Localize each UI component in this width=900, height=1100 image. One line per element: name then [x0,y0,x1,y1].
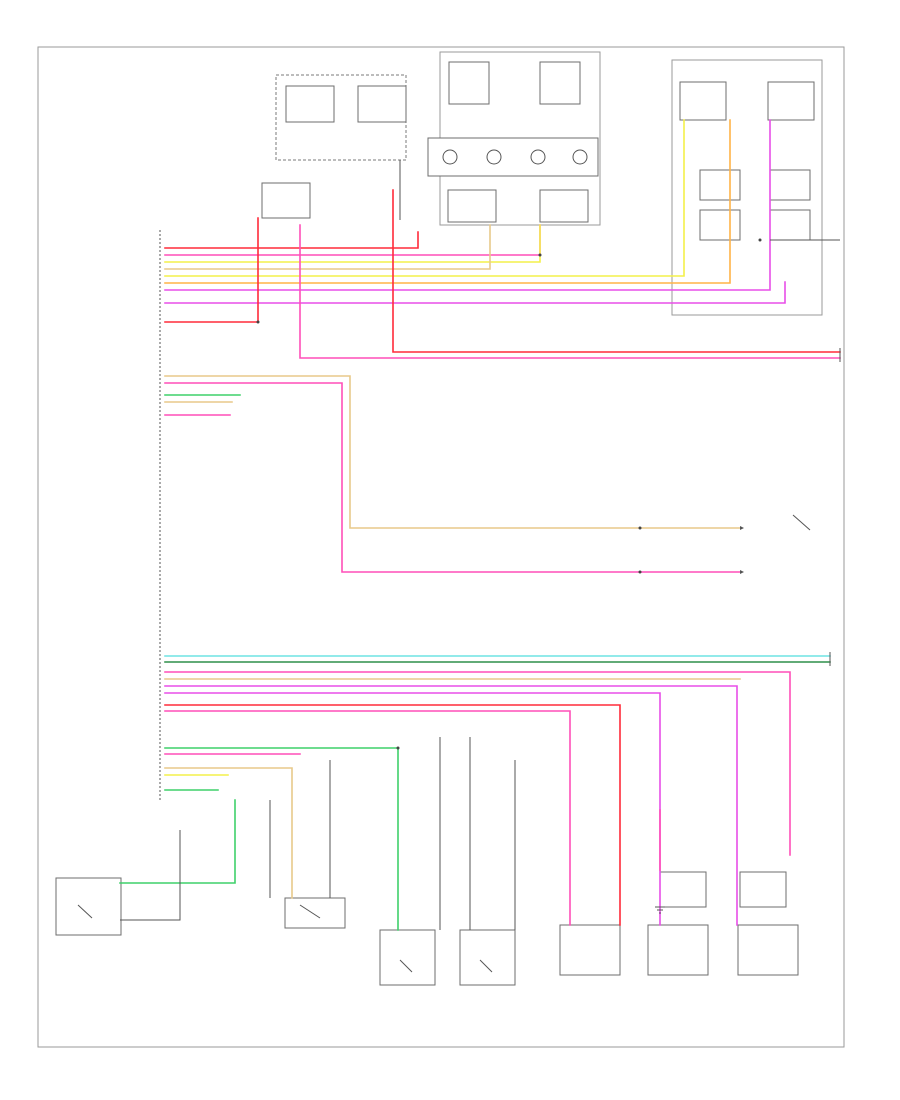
wire-pink-5 [164,671,791,856]
inflator-module-1 [559,924,621,976]
wire-red-2 [164,217,259,323]
ground-icon [655,906,665,914]
lamp-icon [486,149,502,165]
wire-red-4 [164,704,621,926]
switch-icon [77,904,93,919]
inflator-module-2 [647,924,709,976]
buckle-switch-1 [379,929,436,986]
seat-sensor-2 [539,61,581,105]
splice-node [638,526,642,530]
splice-node [396,746,400,750]
wire-magenta-3 [164,685,738,926]
switch-icon [399,959,413,973]
wire-magenta-4 [164,692,661,926]
splice-node [256,320,260,324]
wire-pink-1 [164,224,541,256]
wire-yellow-2 [164,119,685,277]
side-sensor-box [55,877,122,936]
splice-node [638,570,642,574]
sensor-module-frame [671,59,823,316]
connector-block-4 [447,189,497,223]
inflator-module-4 [659,871,707,908]
top-components [261,51,823,316]
retractor-box [284,897,346,929]
wire-magenta-1 [164,119,771,291]
inflator-module-5 [739,871,787,908]
wire-yellow-1 [164,224,541,263]
splice-node [758,238,762,242]
wire-pink-2 [299,224,841,359]
lamp-panel [427,137,599,177]
diagram-frame [37,46,845,1048]
circuit-wires [119,119,841,931]
wire-red-1 [164,231,419,249]
switch-icon [479,959,493,973]
sensor-block-6 [769,209,811,241]
wire-tan-1 [164,224,491,270]
inflator-module-3 [737,924,799,976]
main-module [55,230,811,986]
sensor-block-3 [699,169,741,201]
splice-nodes [256,238,762,750]
sensor-block-1 [679,81,727,121]
wire-tan-5 [164,767,293,899]
wire-pink-6 [164,710,571,926]
wire-magenta-2 [164,281,786,304]
wire-pink-3 [164,382,741,573]
connector-block-5 [539,189,589,223]
connector-block-1 [285,85,335,123]
splice-node [538,253,542,257]
switch-icon [792,514,811,531]
gray-wires [120,160,840,930]
wire-orange-1 [164,119,731,284]
buckle-switch-2 [459,929,516,986]
seat-sensor-1 [448,61,490,105]
lamp-icon [442,149,458,165]
connector-block-2 [357,85,407,123]
wire-gray-6 [120,830,181,921]
connector-icon [740,348,841,666]
sensor-block-5 [699,209,741,241]
lamp-icon [572,149,588,165]
switch-icon [299,904,321,919]
wire-red-3 [392,189,841,353]
wire-tan-2 [164,375,741,529]
sensor-block-2 [767,81,815,121]
lamp-icon [530,149,546,165]
sensor-block-4 [769,169,811,201]
wire-green-4 [119,799,236,884]
connector-block-3 [261,182,311,219]
